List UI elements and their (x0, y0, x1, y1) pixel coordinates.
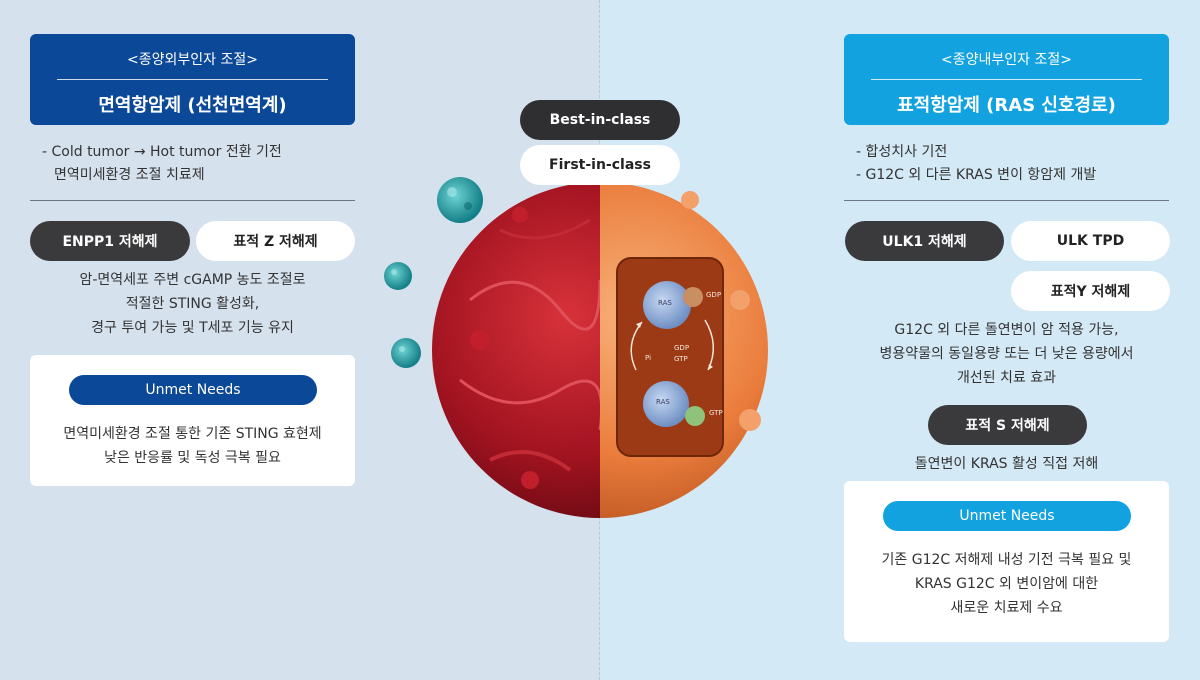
ras-protein-top (643, 281, 691, 329)
left-unmet-text: 면역미세환경 조절 통한 기존 STING 효현제 낮은 반응률 및 독성 극복… (30, 422, 355, 470)
left-unmet-line-2: 낮은 반응률 및 독성 극복 필요 (104, 450, 281, 466)
target-y-inhibitor-pill: 표적Y 저해제 (1011, 271, 1170, 311)
left-desc-line-1: 암-면역세포 주변 cGAMP 농도 조절로 (79, 272, 306, 288)
gdp-molecule (683, 287, 703, 307)
ras-protein-bottom (643, 381, 689, 427)
left-unmet-label: Unmet Needs (69, 375, 317, 405)
right-desc-line-1: G12C 외 다른 돌연변이 암 적용 가능, (894, 322, 1119, 338)
left-description: 암-면역세포 주변 cGAMP 농도 조절로 적절한 STING 활성화, 경구… (30, 268, 355, 340)
right-desc-line-2: 병용약물의 동일용량 또는 더 낮은 용량에서 (879, 346, 1134, 362)
left-unmet-card: Unmet Needs 면역미세환경 조절 통한 기존 STING 효현제 낮은… (30, 355, 355, 486)
enpp1-inhibitor-pill: ENPP1 저해제 (30, 221, 190, 261)
left-bullet-1: - Cold tumor → Hot tumor 전환 기전 (42, 144, 282, 160)
tumor-red-half (432, 182, 600, 518)
left-desc-line-3: 경구 투여 가능 및 T세포 기능 유지 (91, 320, 294, 336)
right-unmet-line-3: 새로운 치료제 수요 (950, 600, 1063, 616)
label-gdp: GDP (674, 344, 689, 352)
label-gtp: GTP (674, 355, 688, 363)
right-unmet-text: 기존 G12C 저해제 내성 기전 극복 필요 및 KRAS G12C 외 변이… (844, 548, 1169, 620)
immune-cell-medium (384, 262, 412, 290)
ulk-tpd-pill: ULK TPD (1011, 221, 1170, 261)
tumor-illustration: RAS GDP Pi GDP GTP RAS GTP (384, 177, 768, 518)
left-header-subtitle: <종양외부인자 조절> (127, 52, 258, 68)
right-unmet-card: Unmet Needs 기존 G12C 저해제 내성 기전 극복 필요 및 KR… (844, 481, 1169, 642)
left-desc-line-2: 적절한 STING 활성화, (125, 296, 260, 312)
right-desc-line-3: 개선된 치료 효과 (956, 370, 1057, 386)
left-bullet-2: 면역미세환경 조절 치료제 (54, 167, 205, 183)
left-header: <종양외부인자 조절> 면역항암제 (선천면역계) (30, 34, 355, 125)
right-bullets: - 합성치사 기전 - G12C 외 다른 KRAS 변이 항암제 개발 (856, 141, 1096, 187)
right-header-subtitle: <종양내부인자 조절> (941, 52, 1072, 68)
target-s-description: 돌연변이 KRAS 활성 직접 저해 (914, 456, 1099, 472)
right-unmet-label: Unmet Needs (883, 501, 1131, 531)
ras-cycle-panel: RAS GDP Pi GDP GTP RAS GTP (616, 257, 724, 457)
right-bullet-2: - G12C 외 다른 KRAS 변이 항암제 개발 (856, 167, 1097, 183)
right-unmet-line-2: KRAS G12C 외 변이암에 대한 (914, 576, 1099, 592)
right-description: G12C 외 다른 돌연변이 암 적용 가능, 병용약물의 동일용량 또는 더 … (844, 318, 1169, 390)
left-unmet-line-1: 면역미세환경 조절 통한 기존 STING 효현제 (63, 426, 322, 442)
left-section-rule (30, 200, 355, 201)
best-in-class-pill: Best-in-class (520, 100, 680, 140)
right-header: <종양내부인자 조절> 표적항암제 (RAS 신호경로) (844, 34, 1169, 125)
right-section-rule (844, 200, 1169, 201)
left-bullets: - Cold tumor → Hot tumor 전환 기전 면역미세환경 조절… (42, 141, 282, 187)
ulk1-inhibitor-pill: ULK1 저해제 (845, 221, 1004, 261)
immune-cell-large (437, 177, 483, 223)
first-in-class-pill: First-in-class (520, 145, 680, 185)
gtp-molecule (685, 406, 705, 426)
label-gtp-bottom: GTP (709, 409, 723, 417)
right-bullet-1: - 합성치사 기전 (856, 144, 948, 160)
right-header-rule (871, 79, 1142, 80)
right-unmet-line-1: 기존 G12C 저해제 내성 기전 극복 필요 및 (881, 552, 1132, 568)
immune-cell-small (391, 338, 421, 368)
target-z-inhibitor-pill: 표적 Z 저해제 (196, 221, 355, 261)
label-ras-bottom: RAS (656, 398, 670, 406)
target-s-inhibitor-pill: 표적 S 저해제 (928, 405, 1087, 445)
label-gdp-top: GDP (706, 291, 721, 299)
label-ras-top: RAS (658, 299, 672, 307)
left-header-rule (57, 79, 328, 80)
label-pi: Pi (645, 354, 651, 362)
right-header-title: 표적항암제 (RAS 신호경로) (897, 95, 1116, 116)
left-header-title: 면역항암제 (선천면역계) (98, 95, 287, 116)
